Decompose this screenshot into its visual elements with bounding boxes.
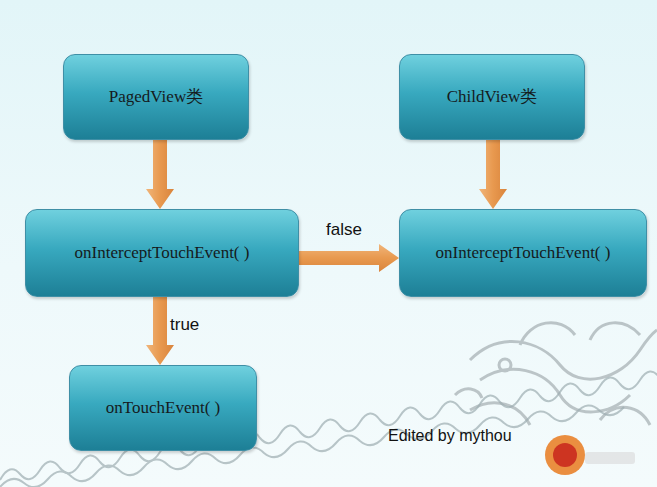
box-label: onTouchEvent( ) [106, 398, 220, 418]
box-label: ChildView类 [447, 87, 538, 107]
logo-mark [545, 435, 635, 475]
block-arrow [479, 140, 507, 209]
block-arrow [146, 297, 174, 365]
process-box: PagedView类 [63, 54, 249, 140]
edge-label: true [170, 315, 199, 335]
box-label: onInterceptTouchEvent( ) [75, 243, 250, 263]
process-box: onInterceptTouchEvent( ) [399, 209, 647, 297]
process-box: onTouchEvent( ) [69, 365, 257, 451]
dragon-illustration [455, 323, 657, 425]
block-arrow [146, 140, 174, 209]
process-box: onInterceptTouchEvent( ) [25, 209, 299, 297]
block-arrow [299, 244, 399, 272]
watermark: Edited by mythou [388, 427, 512, 445]
box-label: PagedView类 [109, 87, 203, 107]
box-label: onInterceptTouchEvent( ) [436, 243, 611, 263]
edge-label: false [326, 220, 362, 240]
process-box: ChildView类 [399, 54, 585, 140]
